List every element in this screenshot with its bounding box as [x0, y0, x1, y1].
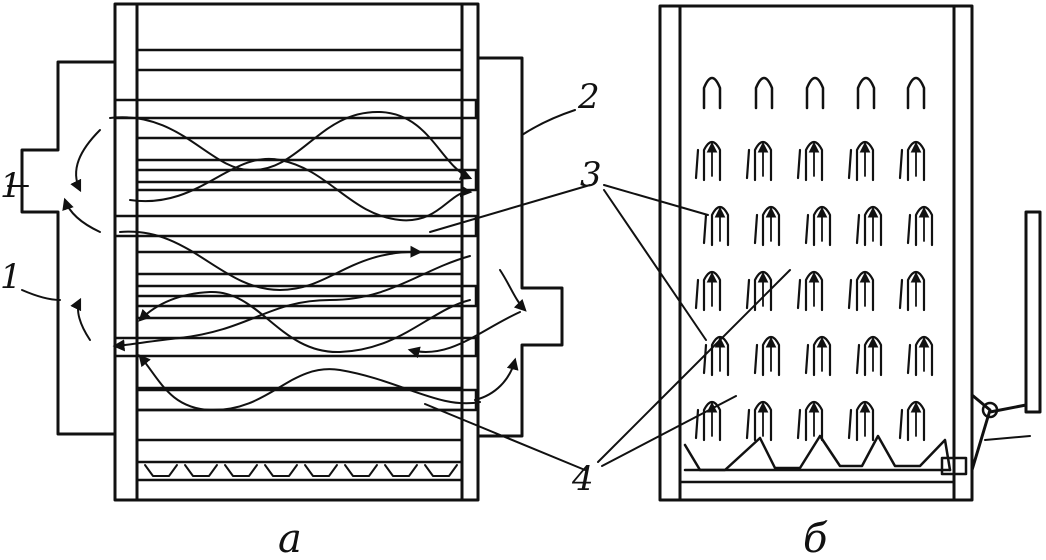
flow-arrow	[474, 357, 519, 401]
louver-hook	[745, 140, 773, 182]
duct-band	[113, 98, 478, 120]
duct-band	[113, 214, 478, 238]
louver-hook	[906, 335, 934, 377]
shelves	[135, 48, 464, 442]
trough-cell	[184, 464, 218, 477]
label-4: 4	[571, 459, 594, 499]
label-3: 3	[580, 155, 602, 195]
flow-arrow	[119, 230, 423, 291]
flow-arrow	[70, 297, 91, 341]
louver-hook	[847, 140, 875, 182]
flow-arrow	[109, 110, 473, 180]
louver-hook	[898, 400, 926, 442]
arch	[805, 76, 825, 110]
view-b	[658, 4, 1042, 502]
louver-rows	[694, 140, 934, 442]
flow-arrow	[138, 290, 471, 354]
view-a	[20, 2, 564, 502]
leader-lines	[7, 109, 791, 471]
duct-band	[135, 388, 478, 412]
louver-hook	[855, 205, 883, 247]
right-plenum-casing-2	[476, 56, 564, 438]
caption-b: б	[803, 516, 828, 560]
louver-hook	[898, 140, 926, 182]
louver-hook	[796, 140, 824, 182]
air-ducts	[113, 98, 478, 412]
flow-arrow	[138, 354, 481, 412]
label-2: 2	[577, 77, 600, 117]
arch	[856, 76, 876, 110]
louver-hook	[804, 335, 832, 377]
duct-band	[135, 168, 478, 192]
flow-arrow	[407, 311, 521, 359]
chamber-b-outer	[658, 4, 974, 502]
louver-hook	[753, 335, 781, 377]
louver-hook	[847, 400, 875, 442]
flow-arrow	[112, 255, 471, 352]
air-flow-lines	[62, 110, 527, 412]
label-1-top: 1	[0, 166, 22, 206]
louver-hook	[906, 205, 934, 247]
louver-hook	[694, 140, 722, 182]
trough-cell	[424, 464, 458, 477]
trough-cell	[264, 464, 298, 477]
lever-handle	[940, 210, 1042, 476]
louver-hook	[796, 400, 824, 442]
trough-cell	[304, 464, 338, 477]
arch	[702, 76, 722, 110]
trough-cell	[144, 464, 178, 477]
louver-hook	[855, 335, 883, 377]
louver-hook	[745, 400, 773, 442]
caption-a: a	[278, 516, 302, 560]
louver-hook	[745, 270, 773, 312]
louver-hook	[753, 205, 781, 247]
louver-hook	[804, 205, 832, 247]
louver-hook	[702, 205, 730, 247]
louver-hook	[694, 270, 722, 312]
trough-cell	[224, 464, 258, 477]
flow-arrow	[499, 269, 527, 312]
louver-hook	[694, 400, 722, 442]
flow-arrow	[70, 129, 101, 193]
arch	[754, 76, 774, 110]
chamber-outer	[113, 2, 480, 502]
flow-arrow	[129, 157, 473, 222]
louver-hook	[796, 270, 824, 312]
left-plenum	[20, 60, 117, 436]
louver-hook	[847, 270, 875, 312]
trough-cell	[384, 464, 418, 477]
zigzag-tray	[683, 434, 952, 472]
deflector-arches	[702, 76, 926, 110]
arch	[906, 76, 926, 110]
flow-arrow	[62, 197, 101, 233]
louver-hook	[898, 270, 926, 312]
bottom-trough	[135, 460, 464, 482]
label-1-left: 1	[0, 257, 22, 297]
trough-cell	[344, 464, 378, 477]
